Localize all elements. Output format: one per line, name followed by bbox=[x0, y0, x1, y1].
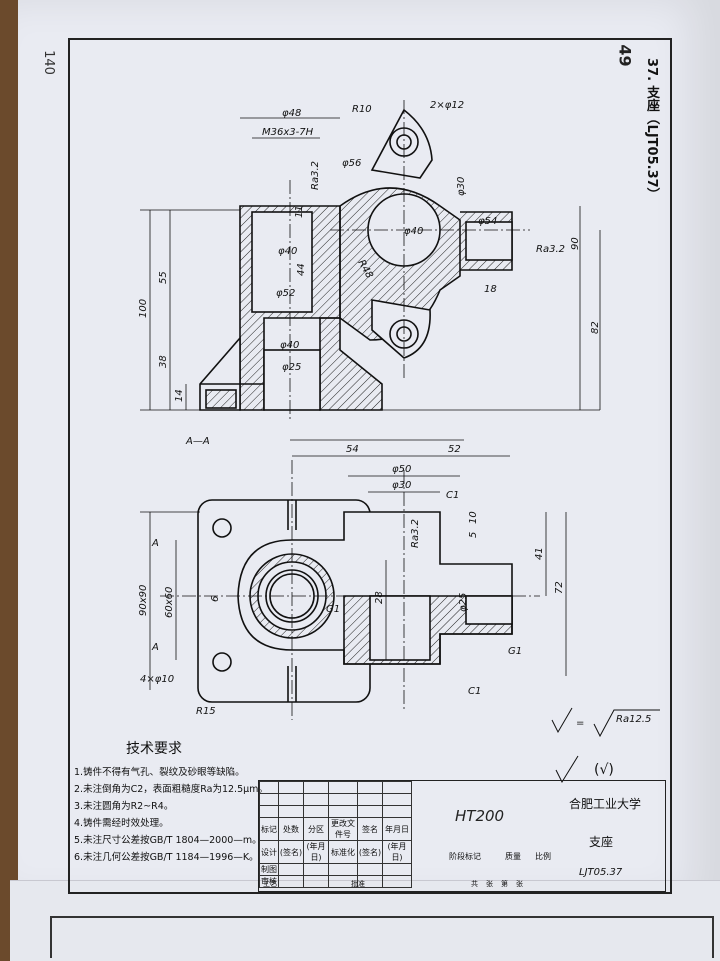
dim-72: 72 bbox=[554, 581, 565, 594]
sheets-label: 共张第张 bbox=[471, 880, 531, 888]
dim-41: 41 bbox=[534, 547, 545, 560]
dim-10: 10 bbox=[468, 511, 479, 524]
scale-label: 比例 bbox=[535, 852, 551, 861]
school-name: 合肥工业大学 bbox=[569, 797, 642, 811]
tb-cell: 年月日 bbox=[382, 817, 412, 841]
dim-5: 5 bbox=[468, 532, 479, 538]
tb-cell: 标准化 bbox=[328, 840, 358, 864]
dim-d30: φ30 bbox=[456, 177, 467, 196]
dim-holes: 2×φ12 bbox=[430, 100, 464, 111]
symbol-ra125: Ra12.5 bbox=[616, 714, 651, 725]
drawing-frame bbox=[68, 38, 672, 894]
title-block: 标记 处数 分区 更改文件号 签名 年月日 设计 (签名) (年月日) 标准化 … bbox=[258, 780, 666, 892]
dim-d40c: φ40 bbox=[280, 340, 299, 351]
drawing-code: LJT05.37 bbox=[579, 867, 623, 878]
dim-100: 100 bbox=[138, 299, 149, 318]
dim-d25-plan: φ25 bbox=[458, 593, 469, 612]
tb-cell: (年月日) bbox=[303, 840, 329, 864]
dim-55: 55 bbox=[158, 271, 169, 284]
g1-right: G1 bbox=[508, 646, 522, 657]
dim-44: 44 bbox=[296, 263, 307, 276]
dim-r15: R15 bbox=[196, 706, 216, 717]
dim-d52: φ52 bbox=[276, 288, 295, 299]
tech-requirements: 1.铸件不得有气孔、裂纹及砂眼等缺陷。 2.未注倒角为C2，表面粗糙度Ra为12… bbox=[74, 764, 268, 866]
note-line: 5.未注尺寸公差按GB/T 1804—2000—m。 bbox=[74, 835, 262, 846]
dim-60x60: 60x60 bbox=[164, 587, 175, 618]
roughness-symbol bbox=[551, 707, 660, 784]
dim-4-holes: 4×φ10 bbox=[140, 674, 174, 685]
symbol-eq: = bbox=[576, 718, 584, 729]
tb-cell: 处数 bbox=[278, 817, 304, 841]
dim-82: 82 bbox=[590, 321, 601, 334]
mass-label: 质量 bbox=[505, 852, 521, 861]
note-line: 4.铸件需经时效处理。 bbox=[74, 818, 169, 829]
note-line: 2.未注倒角为C2，表面粗糙度Ra为12.5μm。 bbox=[74, 784, 268, 795]
tb-cell: 更改文件号 bbox=[328, 817, 358, 841]
dim-52: 52 bbox=[448, 444, 461, 455]
book-page bbox=[18, 0, 720, 900]
section-view bbox=[140, 100, 601, 441]
part-name: 支座 bbox=[589, 835, 614, 849]
g1-left: G1 bbox=[326, 604, 340, 615]
dim-d30-plan: φ30 bbox=[392, 480, 411, 491]
plan-view bbox=[140, 455, 567, 720]
dim-54: 54 bbox=[346, 444, 359, 455]
tb-cell: 签名 bbox=[357, 817, 383, 841]
tb-cell: (签名) bbox=[278, 840, 304, 864]
stage-label: 阶段标记 bbox=[449, 852, 481, 861]
tb-cell: 分区 bbox=[303, 817, 329, 841]
dim-ra32b: Ra3.2 bbox=[536, 244, 565, 255]
symbol-paren: (√) bbox=[594, 762, 614, 778]
dim-d40b: φ40 bbox=[278, 246, 297, 257]
approve-label: 批准 bbox=[351, 880, 365, 888]
dim-thread: M36x3-7H bbox=[262, 127, 314, 138]
note-line: 3.未注圆角为R2~R4。 bbox=[74, 801, 174, 812]
dim-d56: φ56 bbox=[342, 158, 361, 169]
dim-6: 6 bbox=[210, 596, 221, 602]
dim-90: 90 bbox=[570, 237, 581, 250]
section-label: A—A bbox=[185, 436, 210, 447]
dim-d50: φ50 bbox=[392, 464, 411, 475]
material: HT200 bbox=[455, 807, 505, 825]
dim-11: 11 bbox=[294, 205, 305, 218]
tb-cell: 标记 bbox=[259, 817, 279, 841]
note-line: 1.铸件不得有气孔、裂纹及砂眼等缺陷。 bbox=[74, 767, 245, 778]
dim-c1a: C1 bbox=[446, 490, 459, 501]
tech-requirements-title: 技术要求 bbox=[126, 741, 182, 757]
section-mark-a1: A bbox=[151, 538, 159, 549]
dim-ra32-plan: Ra3.2 bbox=[410, 519, 421, 548]
tb-cell: (签名) bbox=[357, 840, 383, 864]
tb-cell: 制图 bbox=[259, 863, 279, 876]
note-line: 6.未注几何公差按GB/T 1184—1996—K。 bbox=[74, 852, 259, 863]
dim-d48: φ48 bbox=[282, 108, 301, 119]
dim-38: 38 bbox=[158, 355, 169, 368]
dim-d40a: φ40 bbox=[404, 226, 423, 237]
dim-18: 18 bbox=[484, 284, 497, 295]
dim-d54: φ54 bbox=[478, 216, 497, 227]
tb-cell: 审核 bbox=[259, 875, 279, 888]
section-mark-a2: A bbox=[151, 642, 159, 653]
dim-90x90: 90x90 bbox=[138, 585, 149, 616]
dim-c1b: C1 bbox=[468, 686, 481, 697]
tb-cell: (年月日) bbox=[382, 840, 412, 864]
dim-r10: R10 bbox=[352, 104, 372, 115]
dim-ra32a: Ra3.2 bbox=[310, 161, 321, 190]
dim-d25: φ25 bbox=[282, 362, 301, 373]
dim-14: 14 bbox=[174, 389, 185, 402]
process-label: 工艺 bbox=[263, 880, 277, 888]
dim-28: 28 bbox=[374, 591, 385, 604]
tb-cell: 设计 bbox=[259, 840, 279, 864]
drawing-title: 37. 支座（LJT05.37） bbox=[644, 58, 659, 201]
